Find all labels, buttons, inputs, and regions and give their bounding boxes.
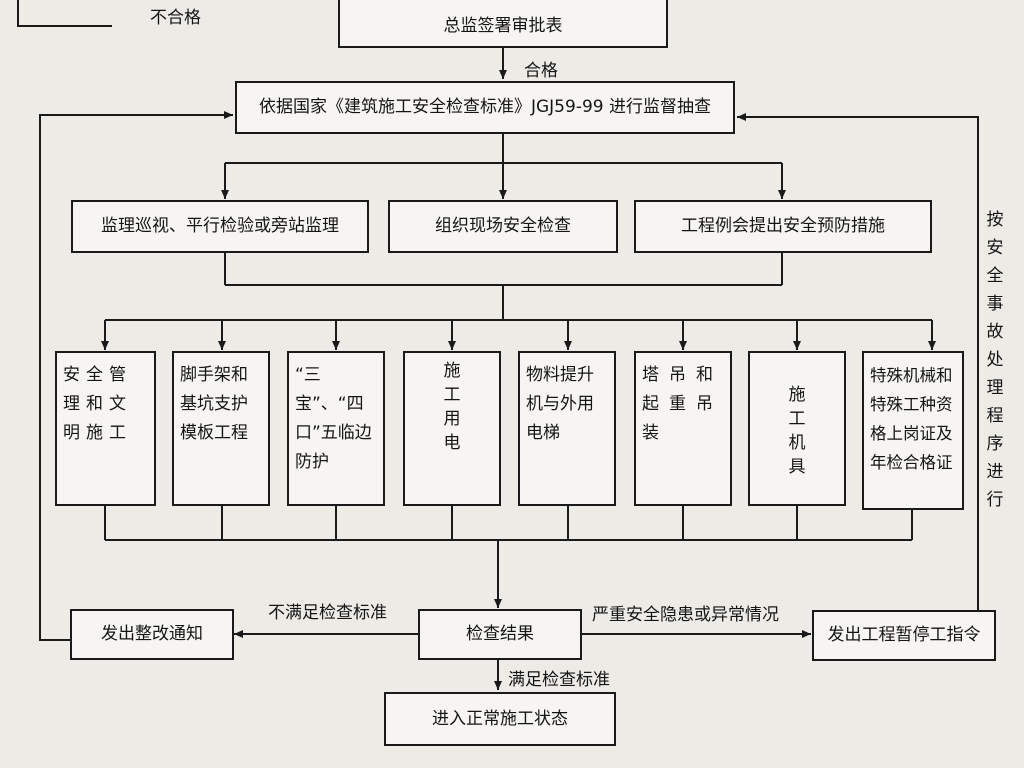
method-box-patrol: 监理巡视、平行检验或旁站监理 [71,200,369,253]
result-box: 检查结果 [418,609,582,660]
method-box-meeting: 工程例会提出安全预防措施 [634,200,932,253]
serious-hazard-label: 严重安全隐患或异常情况 [592,605,779,625]
loop-left-feedback [39,111,233,641]
category-safety-management: 安全管理和文明施工 [55,351,156,506]
accident-procedure-label: 按安全事故处理程序进行 [986,210,1004,510]
result-box-text: 检查结果 [466,624,534,645]
stop-work-order-box: 发出工程暂停工指令 [812,610,996,661]
category-text: 脚手架和基坑支护模板工程 [180,365,248,443]
category-text: 安全管理和文明施工 [63,365,132,443]
category-scaffold: 脚手架和基坑支护模板工程 [172,351,270,506]
category-text: 特殊机械和特殊工种资格上岗证及年检合格证 [870,366,953,472]
method-text: 组织现场安全检查 [435,216,571,237]
category-machinery: 施工机具 [748,351,846,506]
meet-standard-label: 满足检查标准 [508,670,610,690]
category-text: 物料提升机与外用电梯 [526,365,594,443]
approval-box-text: 总监签署审批表 [443,15,563,36]
pass-label: 合格 [524,61,558,81]
not-meet-standard-label: 不满足检查标准 [268,603,387,623]
category-three-treasures: “三宝”、“四口”五临边防护 [287,351,385,506]
normal-construction-box: 进入正常施工状态 [384,692,616,746]
category-hoist: 物料提升机与外用电梯 [518,351,616,506]
method-text: 监理巡视、平行检验或旁站监理 [101,216,339,237]
category-tower-crane: 塔吊和起重吊装 [634,351,732,506]
category-text: 施工用电 [443,361,461,453]
loop-right-feedback [737,113,979,610]
category-special-equipment: 特殊机械和特殊工种资格上岗证及年检合格证 [862,351,964,510]
main-inspection-text: 依据国家《建筑施工安全检查标准》JGJ59-99 进行监督抽查 [258,97,711,118]
stop-work-order-text: 发出工程暂停工指令 [827,625,981,646]
rectify-notice-text: 发出整改通知 [101,624,203,645]
rectify-notice-box: 发出整改通知 [70,609,234,660]
category-electricity: 施工用电 [403,351,501,506]
method-box-site-inspection: 组织现场安全检查 [388,200,618,253]
category-text: 施工机具 [788,385,806,477]
loop-top-fail [17,0,112,27]
main-inspection-box: 依据国家《建筑施工安全检查标准》JGJ59-99 进行监督抽查 [235,81,735,134]
normal-construction-text: 进入正常施工状态 [432,708,568,729]
method-text: 工程例会提出安全预防措施 [681,216,885,237]
category-text: “三宝”、“四口”五临边防护 [295,365,372,472]
approval-box: 总监签署审批表 [338,0,668,48]
fail-label: 不合格 [150,8,201,28]
category-text: 塔吊和起重吊装 [642,365,723,443]
